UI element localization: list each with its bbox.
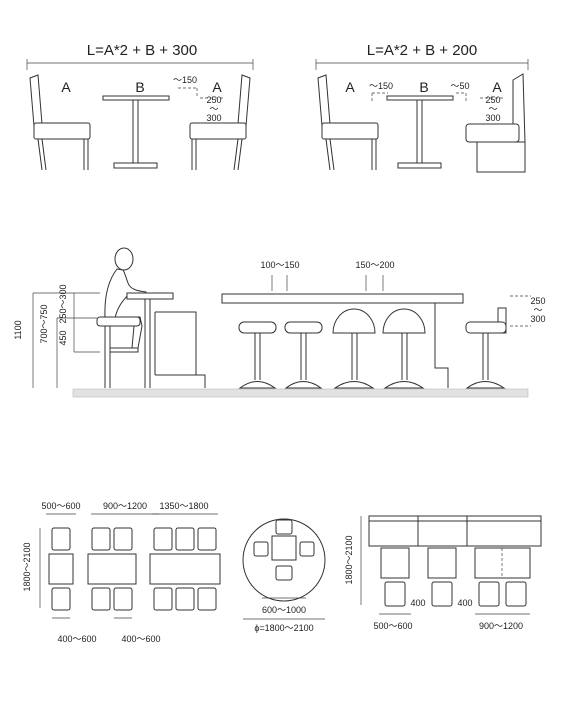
height-left-top: 250 xyxy=(206,95,221,105)
floor xyxy=(72,388,529,398)
long-counter xyxy=(221,293,464,388)
label-a-left-2: A xyxy=(345,79,355,95)
chair-left xyxy=(29,74,91,171)
dim-booth-gap-a: 400 xyxy=(410,598,425,608)
chair-right xyxy=(189,74,251,171)
dim-booth-depth: 1800～2100 xyxy=(344,535,354,584)
stool-flat-1 xyxy=(238,321,277,389)
dim-single-width: 500～600 xyxy=(41,501,80,511)
dim-double-width: 900～1200 xyxy=(103,501,147,511)
booth-plan: 1800～2100 400 400 500～600 900～1200 xyxy=(344,515,542,631)
height-right-bottom: 300 xyxy=(485,113,500,123)
height-right-top: 250 xyxy=(485,95,500,105)
dim-counter-height: 700～750 xyxy=(39,304,49,343)
spacing-small: 100～150 xyxy=(260,260,299,270)
cabinet xyxy=(154,311,206,388)
dim-seat-a: 400～600 xyxy=(57,634,96,644)
gap-right-right: ～50 xyxy=(450,81,469,91)
table-left xyxy=(102,95,170,169)
stool-flat-2 xyxy=(284,321,323,389)
spacing-large: 150～200 xyxy=(355,260,394,270)
round-plan: 600～1000 ϕ=1800～2100 xyxy=(242,518,326,633)
gap-left: ～150 xyxy=(173,75,197,85)
label-a-right-2: A xyxy=(492,79,502,95)
stool-left xyxy=(96,316,141,388)
dim-booth-single: 500～600 xyxy=(373,621,412,631)
label-a-left: A xyxy=(61,79,71,95)
back-height-bottom: 300 xyxy=(530,314,545,324)
gap-right-left: ～150 xyxy=(369,81,393,91)
height-right-tilde: ～ xyxy=(488,104,497,114)
dim-triple-width: 1350～1800 xyxy=(159,501,208,511)
table-right xyxy=(386,95,454,169)
top-left-elevation: L=A*2 + B + 300 A B A ～150 250 ～ 300 xyxy=(26,42,254,171)
back-height-top: 250 xyxy=(530,296,545,306)
chair-left-2 xyxy=(317,74,379,171)
high-counter xyxy=(126,292,174,388)
label-a-right: A xyxy=(212,79,222,95)
dim-foot-rest: 450 xyxy=(58,330,68,345)
height-left-tilde: ～ xyxy=(209,104,218,114)
counter-elevation: 1100 700～750 250～300 450 xyxy=(13,247,546,398)
dim-booth-double: 900～1200 xyxy=(479,621,523,631)
stool-back xyxy=(465,307,507,389)
formula-left: L=A*2 + B + 300 xyxy=(87,42,198,59)
bench-right xyxy=(465,73,526,173)
back-height-tilde: ～ xyxy=(533,305,542,315)
height-left-bottom: 300 xyxy=(206,113,221,123)
dim-round-inner: 600～1000 xyxy=(262,605,306,615)
dim-booth-gap-b: 400 xyxy=(457,598,472,608)
stool-dome-2 xyxy=(382,308,426,389)
table-plans: 500～600 900～1200 1350～1800 1800～2100 400… xyxy=(22,501,221,644)
formula-right: L=A*2 + B + 200 xyxy=(367,42,478,59)
top-right-elevation: L=A*2 + B + 200 A B A ～150 ～50 250 ～ 300 xyxy=(315,42,529,173)
stool-dome-1 xyxy=(332,308,376,389)
label-b-2: B xyxy=(419,79,428,95)
dim-seat-gap: 250～300 xyxy=(58,284,68,323)
dim-round-outer: ϕ=1800～2100 xyxy=(254,623,313,633)
dim-total-height: 1100 xyxy=(13,320,23,339)
dim-depth-left: 1800～2100 xyxy=(22,542,32,591)
dim-seat-b: 400～600 xyxy=(121,634,160,644)
label-b: B xyxy=(135,79,144,95)
